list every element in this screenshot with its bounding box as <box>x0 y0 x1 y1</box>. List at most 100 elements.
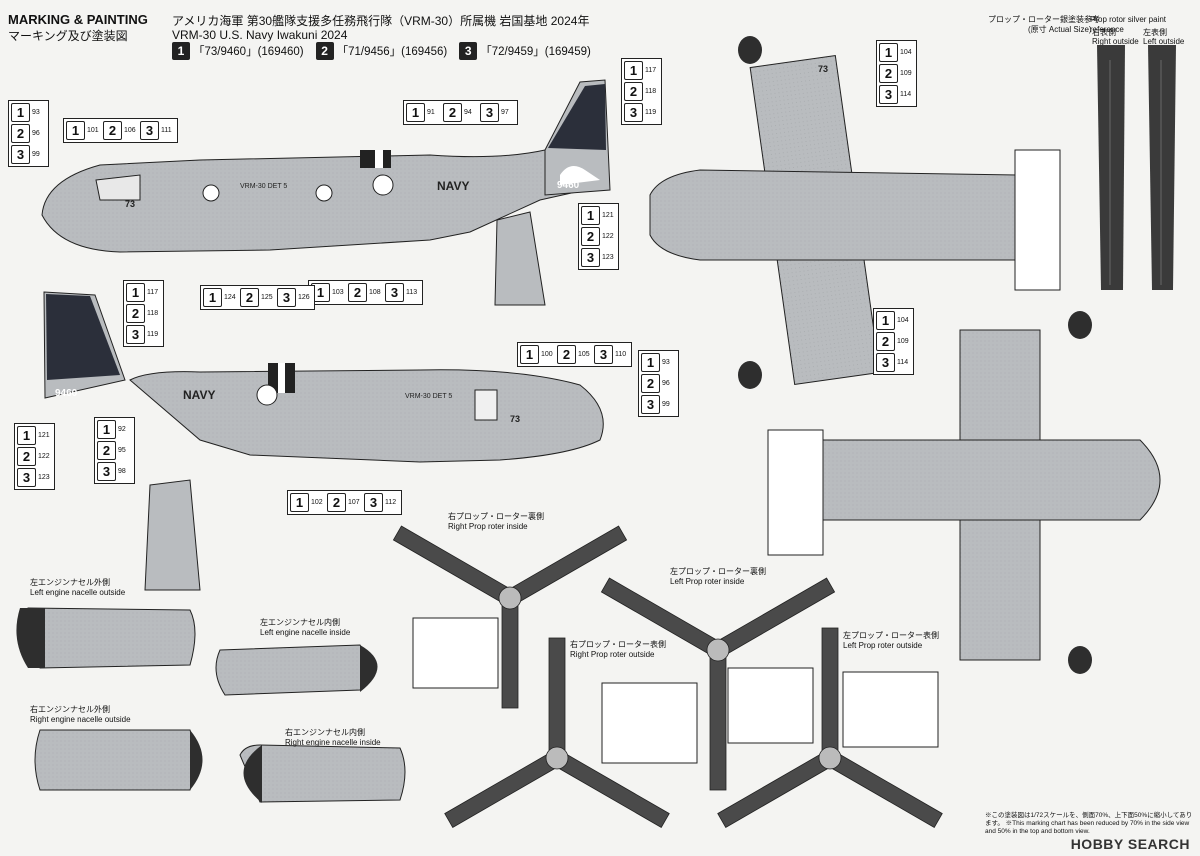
bottom-view <box>767 311 1161 674</box>
decal-code: 99 <box>662 401 670 408</box>
decal-code: 124 <box>224 294 236 301</box>
unit-title-jp: アメリカ海軍 第30艦隊支援多任務飛行隊（VRM-30）所属機 岩国基地 202… <box>172 14 590 28</box>
variant-number-badge: 1 <box>624 61 643 80</box>
decal-code: 121 <box>38 432 50 439</box>
caption-line: Left Prop roter inside <box>670 577 745 586</box>
variant-legend: 1「73/9460」(169460) 2「71/9456」(169456) 3「… <box>172 42 591 60</box>
variant-number-badge: 3 <box>641 395 660 414</box>
caption-line: Left Prop roter outside <box>843 641 923 650</box>
detail-box-3 <box>727 667 814 744</box>
tail-number-right: 9460 <box>55 388 78 399</box>
decal-code: 123 <box>38 474 50 481</box>
decal-code: 103 <box>332 289 344 296</box>
decal-code: 119 <box>147 331 159 338</box>
decal-code: 104 <box>897 317 909 324</box>
decal-code: 117 <box>147 289 159 296</box>
variant-number-badge: 2 <box>348 283 367 302</box>
variant-number-badge: 3 <box>97 462 116 481</box>
decal-code: 110 <box>615 351 627 358</box>
variant-number-badge: 2 <box>879 64 898 83</box>
tail-number-marking: 9460 <box>557 180 580 191</box>
variant-number-badge: 3 <box>876 353 895 372</box>
decal-code: 100 <box>541 351 553 358</box>
decal-code: 104 <box>900 49 912 56</box>
caption-line: 左プロップ・ローター裏側 <box>670 567 766 576</box>
variant-number-badge: 2 <box>103 121 122 140</box>
detail-box-1 <box>412 617 499 689</box>
caption-line: 右プロップ・ローター裏側 <box>448 512 544 521</box>
variant-number-badge: 3 <box>594 345 613 364</box>
caption-line: Right Prop roter inside <box>448 522 528 531</box>
decal-code: 93 <box>662 359 670 366</box>
caption-line: Left engine nacelle outside <box>30 588 126 597</box>
rotor-ref-title-jp: プロップ・ローター銀塗装参考 <box>988 15 1100 24</box>
variant-1: 1「73/9460」(169460) <box>172 42 304 60</box>
variant-number-badge: 2 <box>17 447 36 466</box>
modex-marking: 73 <box>125 199 135 209</box>
page-title: MARKING & PAINTING <box>8 12 148 27</box>
caption-line: 左エンジンナセル外側 <box>30 578 110 587</box>
decal-code: 118 <box>147 310 159 317</box>
variant-number-badge: 1 <box>520 345 539 364</box>
decal-code: 112 <box>385 499 397 506</box>
decal-code: 125 <box>261 294 273 301</box>
decal-code: 95 <box>118 447 126 454</box>
caption-line: Right engine nacelle inside <box>285 738 381 747</box>
variant-number-badge: 3 <box>140 121 159 140</box>
top-view: 73 <box>649 36 1061 389</box>
variant-number-badge: 3 <box>385 283 404 302</box>
modex-marking-right: 73 <box>510 414 520 424</box>
rotor-ref-scale: (原寸 Actual Size) <box>1028 25 1092 34</box>
variant-2: 2「71/9456」(169456) <box>315 42 447 60</box>
navy-marking-right: NAVY <box>183 388 215 402</box>
caption-line: 右エンジンナセル外側 <box>30 705 110 714</box>
decal-code: 105 <box>578 351 590 358</box>
watermark: HOBBY SEARCH <box>1070 836 1190 852</box>
decal-code: 114 <box>897 359 909 366</box>
variant-number-badge: 1 <box>581 206 600 225</box>
unit-marking: VRM-30 DET 5 <box>240 183 287 190</box>
rotor-silver-strips <box>1097 45 1176 290</box>
detail-box-4 <box>842 671 939 748</box>
cb-num-3: 3 <box>11 145 30 164</box>
variant-2-badge: 2 <box>315 42 334 60</box>
decal-code: 108 <box>369 289 381 296</box>
decal-code: 99 <box>32 151 40 158</box>
caption-line: Right engine nacelle outside <box>30 715 131 724</box>
caption-line: 左エンジンナセル内側 <box>260 618 340 627</box>
variant-number-badge: 3 <box>277 288 296 307</box>
decal-code: 126 <box>298 294 310 301</box>
variant-number-badge: 1 <box>879 43 898 62</box>
variant-number-badge: 1 <box>97 420 116 439</box>
caption-line: Left engine nacelle inside <box>260 628 351 637</box>
variant-3-label: 「72/9459」(169459) <box>480 46 591 58</box>
variant-number-badge: 1 <box>641 353 660 372</box>
nacelle-views <box>16 607 406 803</box>
rotor-ref-title: プロップ・ローター銀塗装参考 (原寸 Actual Size) <box>988 15 1100 35</box>
